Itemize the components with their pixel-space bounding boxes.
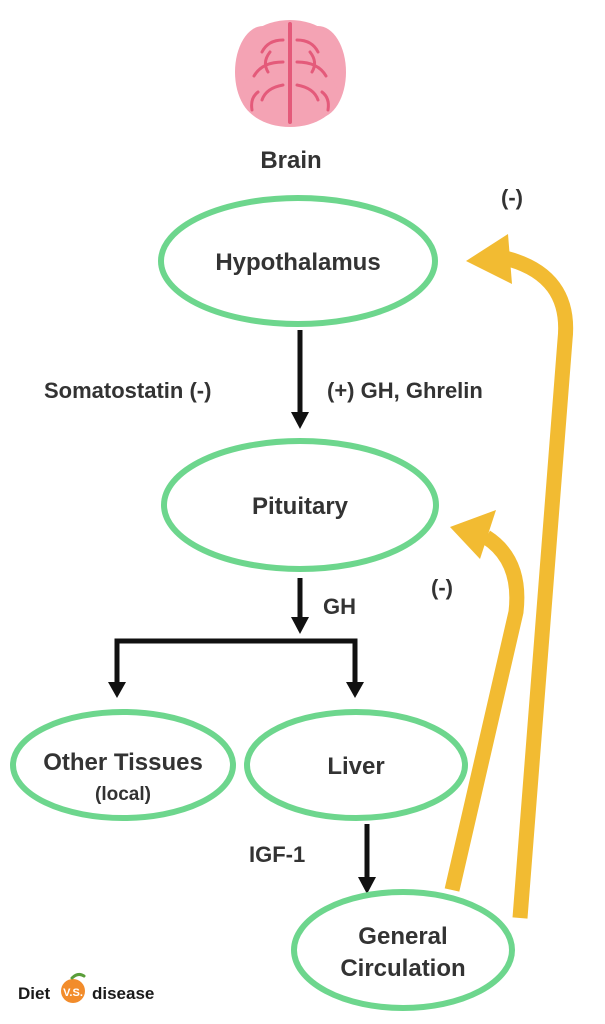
node-hypothalamus: Hypothalamus bbox=[158, 195, 438, 327]
edge-label-somatostatin: Somatostatin (-) bbox=[44, 378, 211, 403]
logo-text-middle: V.S. bbox=[63, 987, 83, 999]
arrow-liver-to-circulation bbox=[358, 824, 376, 894]
node-other-tissues: Other Tissues (local) bbox=[10, 709, 236, 821]
node-hypothalamus-label: Hypothalamus bbox=[215, 249, 380, 276]
node-liver-label: Liver bbox=[327, 753, 384, 780]
node-pituitary-label: Pituitary bbox=[252, 493, 349, 520]
arrow-split-branches bbox=[108, 638, 364, 698]
node-other-tissues-sublabel: (local) bbox=[95, 784, 151, 805]
node-liver: Liver bbox=[244, 709, 468, 821]
edge-label-igf1: IGF-1 bbox=[249, 842, 305, 867]
node-general-circulation: General Circulation bbox=[291, 889, 515, 1011]
arrow-hypothalamus-to-pituitary bbox=[291, 330, 309, 429]
feedback-arrow-hypothalamus bbox=[466, 234, 574, 919]
arrow-pituitary-to-split bbox=[291, 578, 309, 634]
node-general-circulation-line2: Circulation bbox=[340, 955, 465, 982]
logo-badge bbox=[61, 979, 85, 1003]
node-pituitary: Pituitary bbox=[161, 438, 439, 572]
edge-label-feedback-pituitary: (-) bbox=[431, 575, 453, 600]
edge-label-gh-ghrelin: (+) GH, Ghrelin bbox=[327, 378, 483, 403]
logo: Diet V.S. disease bbox=[18, 972, 154, 1003]
node-general-circulation-line1: General bbox=[358, 923, 447, 950]
logo-text-right: disease bbox=[92, 984, 154, 1003]
node-other-tissues-label: Other Tissues bbox=[43, 749, 203, 776]
logo-text-left: Diet bbox=[18, 984, 50, 1003]
feedback-arrow-pituitary bbox=[444, 510, 525, 892]
brain-icon bbox=[235, 20, 346, 127]
edge-label-feedback-hypothalamus: (-) bbox=[501, 185, 523, 210]
brain-label: Brain bbox=[260, 147, 321, 174]
edge-label-gh: GH bbox=[323, 594, 356, 619]
